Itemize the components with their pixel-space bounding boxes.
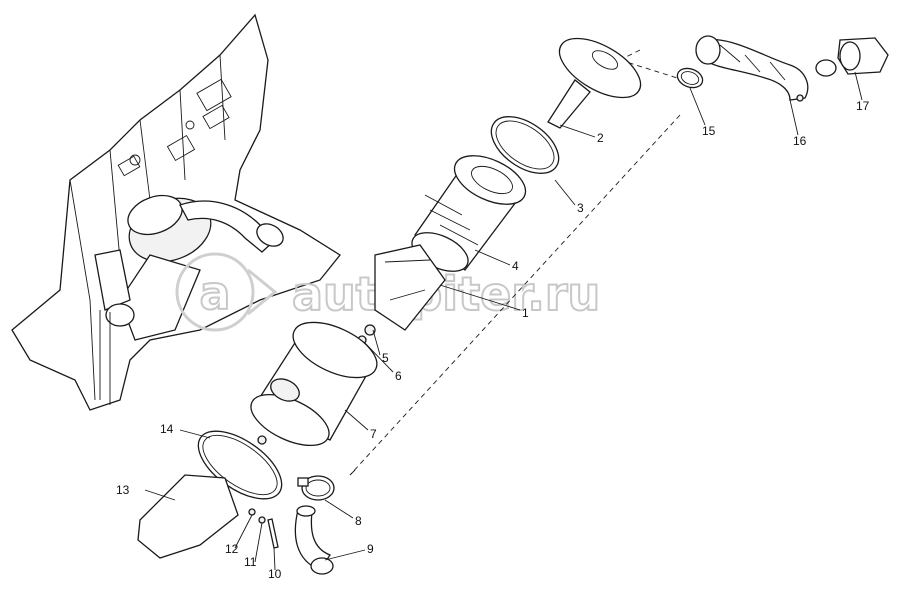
part-11-washer: [258, 516, 266, 524]
callout-9: 9: [367, 542, 374, 556]
callout-17: 17: [856, 99, 870, 113]
callout-6: 6: [395, 369, 402, 383]
part-nut-lower: [257, 435, 267, 445]
callout-12: 12: [225, 542, 239, 556]
part-2-cover: [547, 37, 642, 129]
watermark-text: autopiter.ru: [292, 267, 600, 321]
callout-labels: 1 2 3 4 5 6 7 8 9 10 11 12 13 14 15 16 1…: [116, 99, 870, 581]
part-10-bolt: [267, 518, 279, 549]
part-9-elbow-hose: [294, 505, 334, 575]
part-5-washer: [364, 324, 376, 336]
part-12-washer: [248, 508, 256, 516]
callout-11: 11: [244, 555, 257, 569]
part-3-seal-ring: [490, 116, 560, 174]
watermark-logo-letter: a: [199, 266, 230, 320]
leader-lines: [144, 71, 863, 571]
callout-2: 2: [597, 131, 604, 145]
callout-4: 4: [512, 259, 519, 273]
part-1-bracket: [374, 244, 446, 331]
part-13-mounting-plate: [137, 474, 239, 559]
part-4-filter-element: [411, 155, 527, 272]
callout-15: 15: [702, 124, 716, 138]
part-16-intake-pipe: [695, 35, 809, 102]
part-15-clamp: [676, 67, 704, 89]
callout-14: 14: [160, 422, 174, 436]
callout-8: 8: [355, 514, 362, 528]
callout-7: 7: [370, 427, 377, 441]
part-17-intake-cap: [815, 37, 889, 77]
callout-3: 3: [577, 201, 584, 215]
callout-16: 16: [793, 134, 807, 148]
callout-5: 5: [382, 351, 389, 365]
part-7-housing: [250, 321, 378, 447]
watermark: a autopiter.ru: [175, 252, 601, 332]
callout-13: 13: [116, 483, 130, 497]
callout-10: 10: [268, 567, 282, 581]
part-8-hose-clamp: [297, 475, 335, 501]
callout-1: 1: [522, 306, 529, 320]
